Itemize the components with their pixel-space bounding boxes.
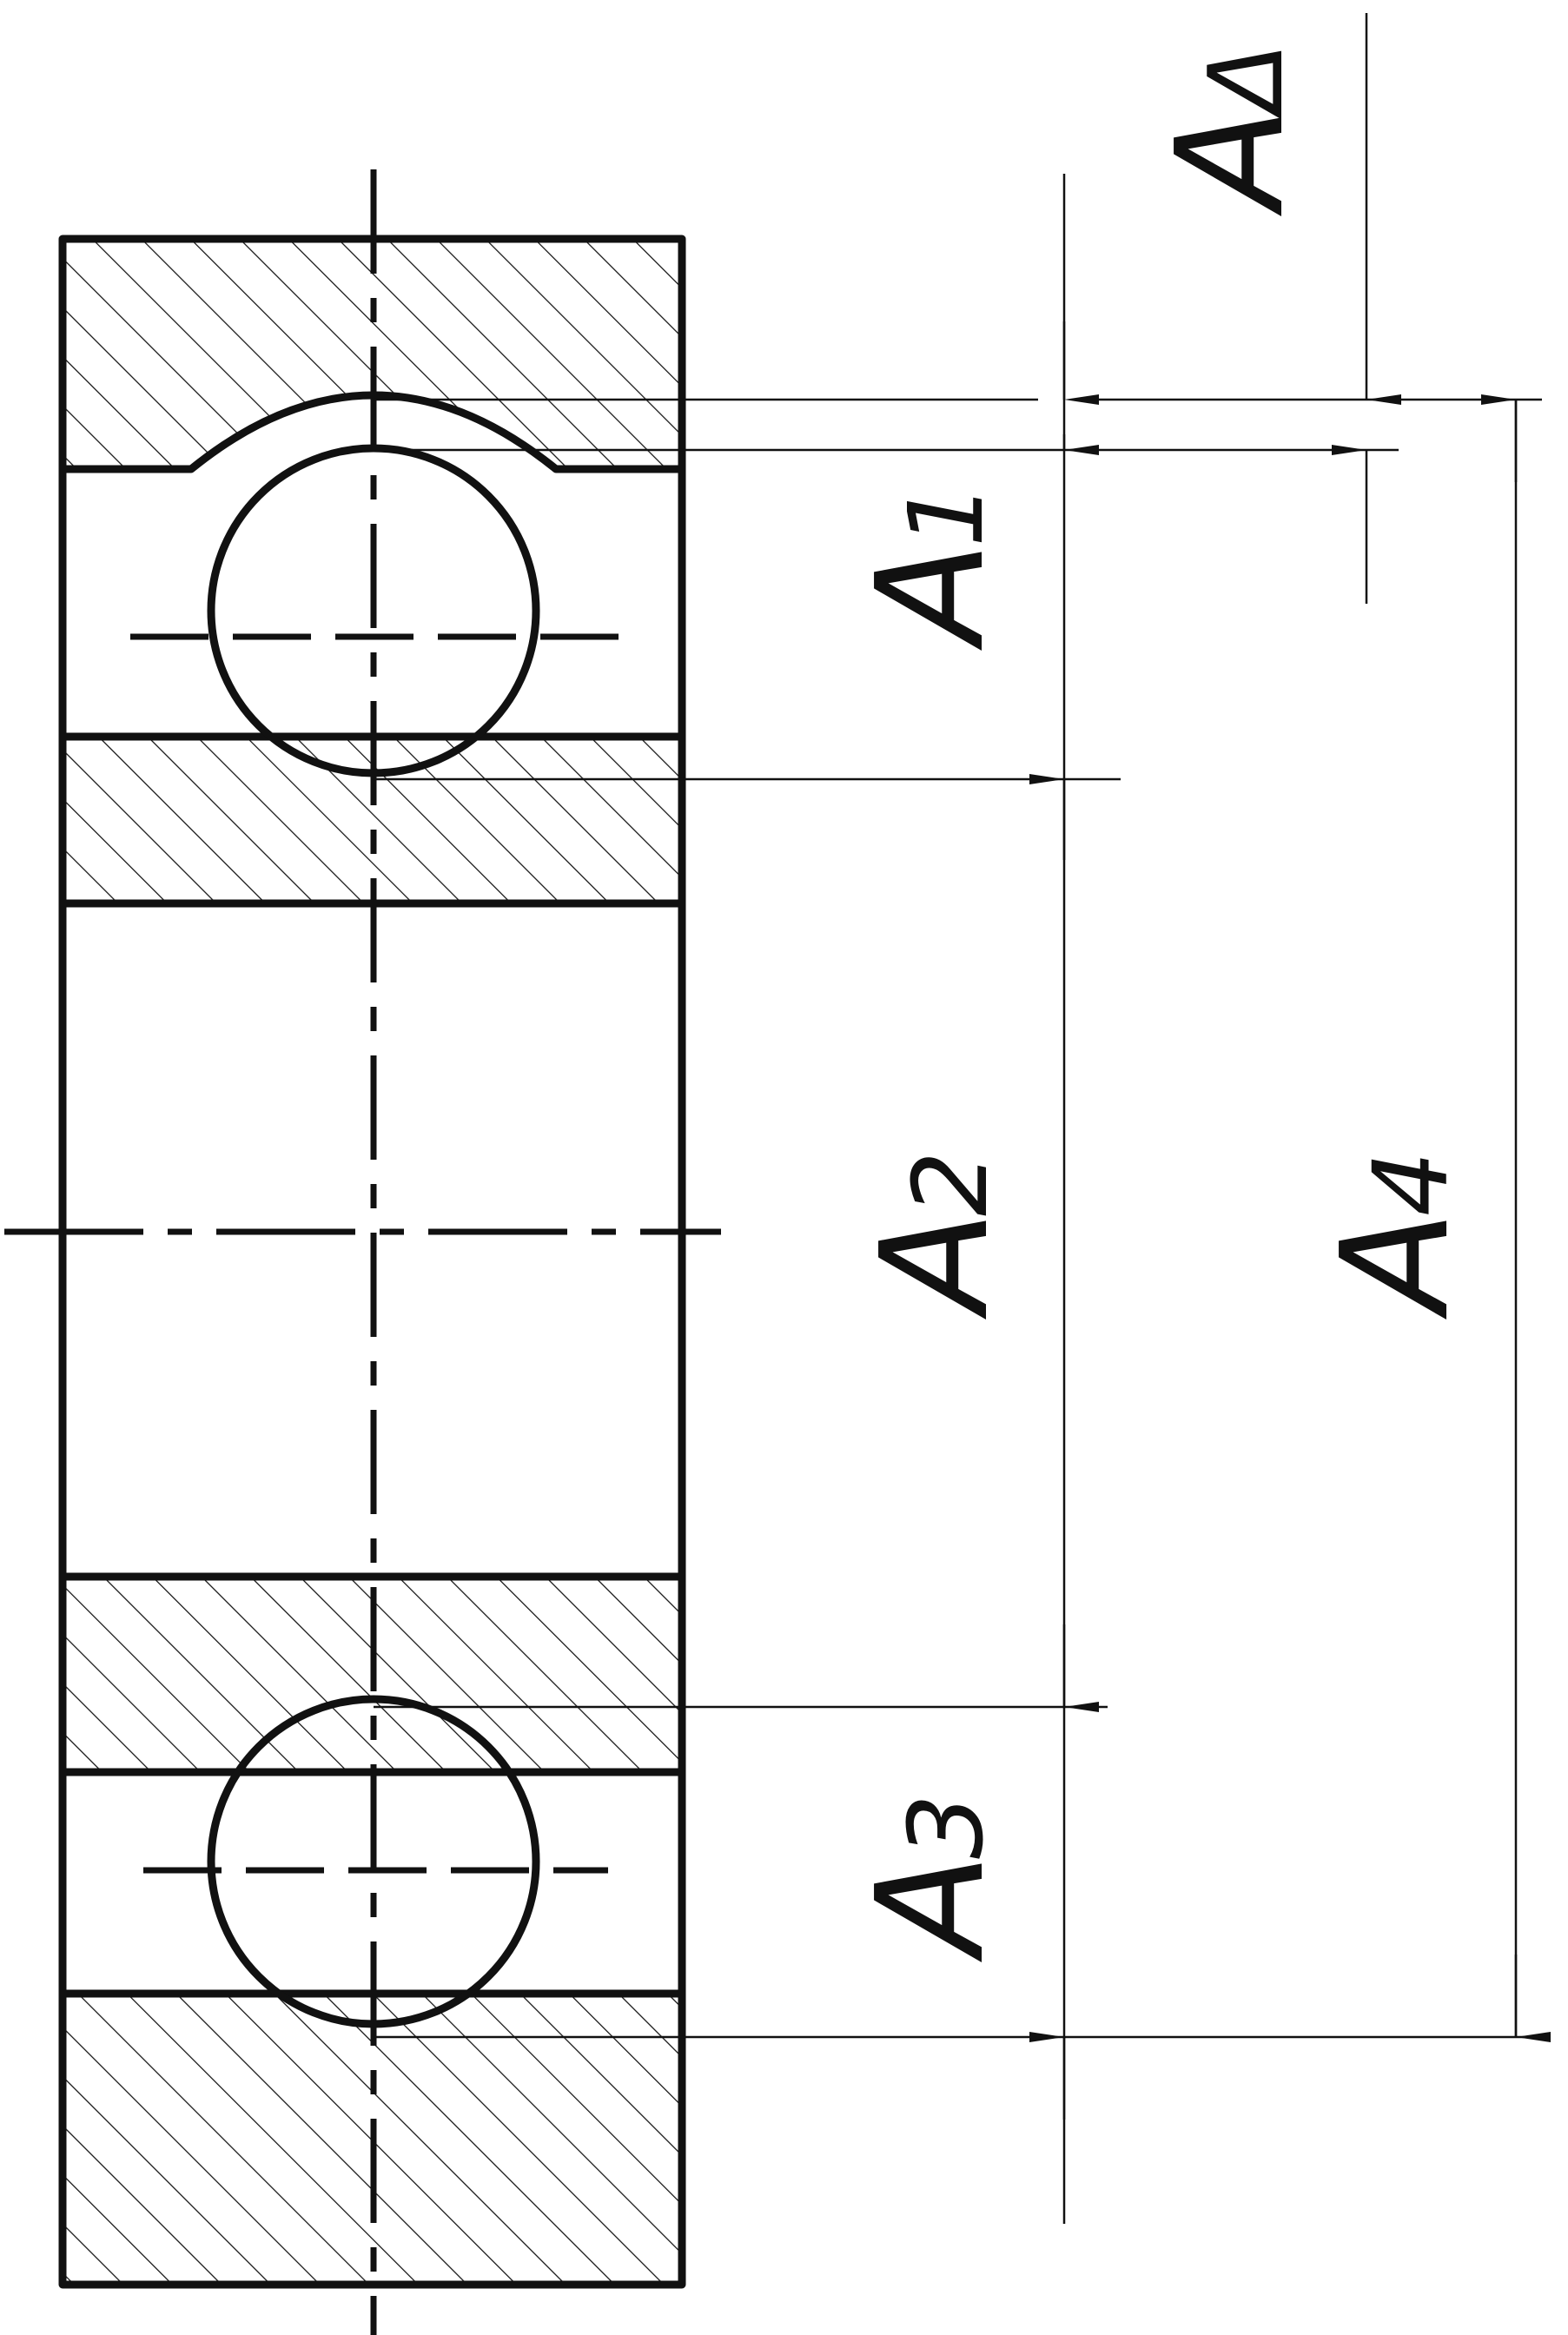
extension-lines [374, 398, 1542, 2039]
svg-text:A: A [1145, 108, 1317, 217]
svg-text:A: A [845, 542, 1017, 652]
svg-text:A: A [850, 1211, 1022, 1320]
label-a2: A 2 [850, 1151, 1022, 1320]
svg-text:4: 4 [1351, 1151, 1471, 1216]
svg-text:2: 2 [890, 1151, 1010, 1216]
svg-text:1: 1 [886, 482, 1006, 547]
svg-text:A: A [1310, 1211, 1482, 1320]
svg-text:A: A [845, 1854, 1017, 1963]
label-a4: A 4 [1310, 1151, 1482, 1320]
label-a1: A 1 [845, 482, 1017, 652]
label-a3: A 3 [845, 1794, 1017, 1963]
centerlines [4, 169, 721, 2335]
label-a-delta: A Δ [1145, 43, 1317, 217]
svg-text:Δ: Δ [1186, 43, 1306, 120]
svg-text:3: 3 [886, 1794, 1006, 1859]
